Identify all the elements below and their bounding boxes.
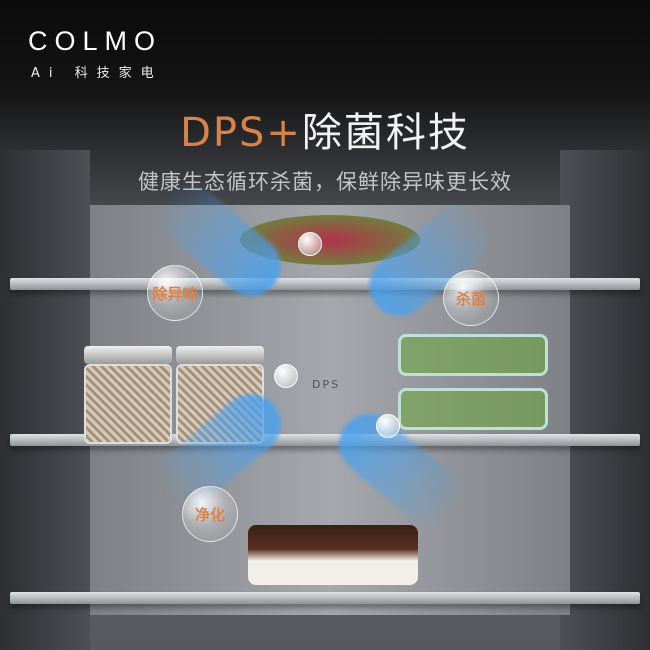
food-container	[398, 334, 548, 376]
grain-jar	[84, 346, 172, 444]
headline-accent: DPS+	[180, 110, 302, 156]
food-container	[398, 388, 548, 430]
bubble-purify: 净化	[182, 486, 238, 542]
bubble-sterilize: 杀菌	[443, 270, 499, 326]
brand-tagline: Ai 科技家电	[31, 66, 163, 81]
shelf	[10, 278, 640, 290]
headline: DPS+除菌科技	[0, 100, 650, 158]
cake	[248, 525, 418, 585]
brand-logo: COLMO	[28, 26, 163, 56]
small-bubble	[298, 232, 322, 256]
fridge-left-wall	[0, 150, 90, 650]
panel-label: DPS	[312, 378, 341, 391]
subtitle: 健康生态循环杀菌，保鲜除异味更长效	[138, 170, 512, 194]
headline-main: 除菌科技	[301, 110, 470, 156]
fridge-right-wall	[560, 150, 650, 650]
small-bubble	[376, 414, 400, 438]
bubble-deodorize: 除异味	[147, 265, 203, 321]
small-bubble	[274, 364, 298, 388]
shelf	[10, 592, 640, 604]
